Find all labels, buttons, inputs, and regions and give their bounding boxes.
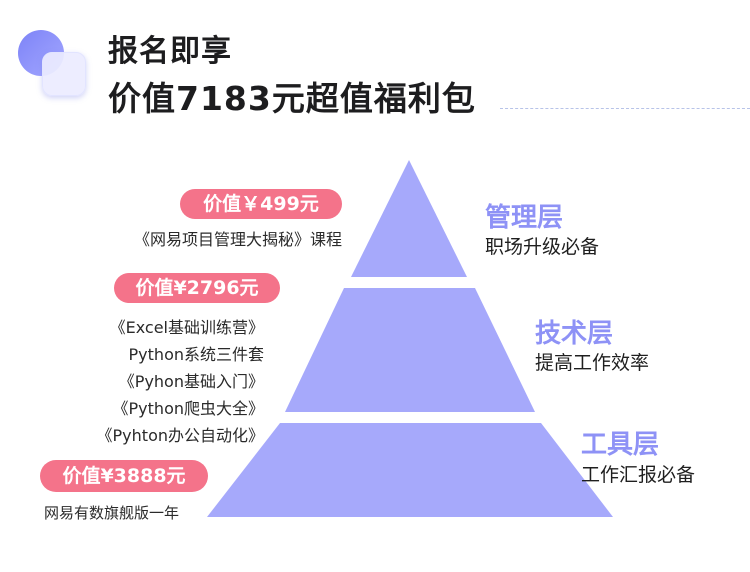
tier2-item: 《Python爬虫大全》 <box>112 399 264 418</box>
tier3-name: 工具层 <box>581 430 660 460</box>
brand-logo <box>18 30 88 100</box>
tier1-name: 管理层 <box>485 203 564 233</box>
pyramid-tier-bottom <box>207 423 613 517</box>
tier3-desc: 工作汇报必备 <box>581 464 696 486</box>
tier2-item: 《Pyhon基础入门》 <box>118 372 264 391</box>
tier3-value-badge: 价值¥3888元 <box>40 460 208 492</box>
tier2-name: 技术层 <box>535 319 614 349</box>
tier1-value-badge: 价值￥499元 <box>180 189 342 219</box>
tier2-item: 《Pyhton办公自动化》 <box>96 426 264 445</box>
tier2-item: 《Excel基础训练营》 <box>109 318 264 337</box>
tier2-item: Python系统三件套 <box>128 345 264 364</box>
tier3-item: 网易有数旗舰版一年 <box>44 504 180 522</box>
header-divider <box>500 108 750 109</box>
tier2-value-badge: 价值¥2796元 <box>114 273 280 303</box>
tier2-desc: 提高工作效率 <box>535 352 650 374</box>
logo-square-shape <box>42 52 86 96</box>
pyramid-tier-top <box>351 160 467 277</box>
tier1-desc: 职场升级必备 <box>485 236 600 258</box>
page-title-line1: 报名即享 <box>108 34 232 69</box>
tier1-item: 《网易项目管理大揭秘》课程 <box>133 230 342 249</box>
page-title-line2: 价值7183元超值福利包 <box>108 79 476 118</box>
pyramid-tier-middle <box>285 288 535 412</box>
